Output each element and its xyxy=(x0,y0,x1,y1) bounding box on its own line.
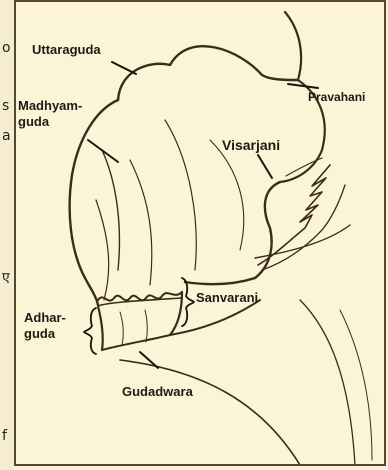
label-gudadwara: Gudadwara xyxy=(122,384,193,399)
label-pravahani: Pravahani xyxy=(308,90,365,105)
label-madhyamguda-line2: guda xyxy=(18,114,49,129)
label-adharguda-line2: guda xyxy=(24,326,55,341)
label-visarjani: Visarjani xyxy=(222,138,280,153)
label-madhyamguda-line1: Madhyam- xyxy=(18,98,82,113)
label-uttaraguda: Uttaraguda xyxy=(32,42,101,57)
label-sanvarani: Sanvarani xyxy=(196,290,258,305)
diagram-frame xyxy=(14,0,386,466)
label-adharguda-line1: Adhar- xyxy=(24,310,66,325)
